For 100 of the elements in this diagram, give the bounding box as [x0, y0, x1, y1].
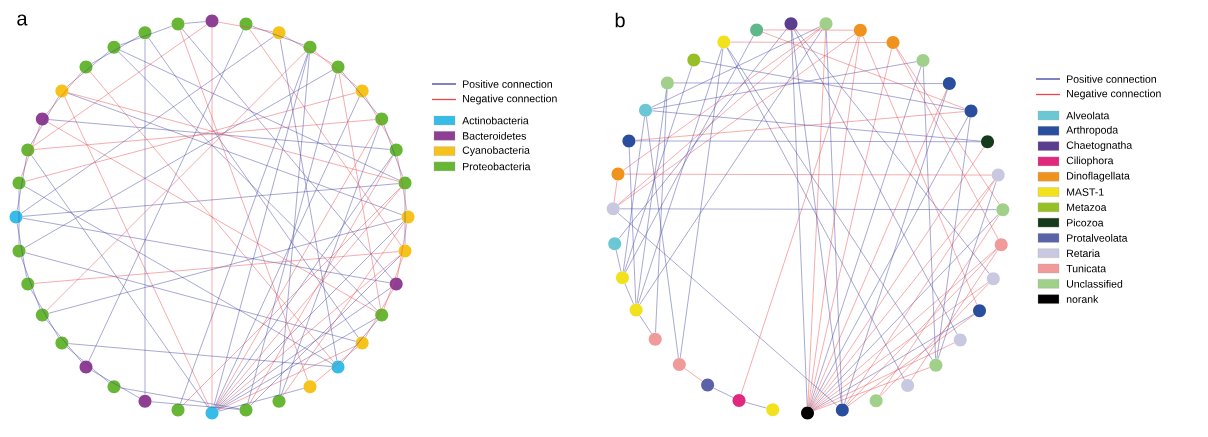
connection-line — [397, 156, 408, 211]
connection-line — [624, 283, 634, 305]
network-node — [331, 60, 345, 74]
connection-line — [25, 92, 356, 182]
network-node — [107, 40, 121, 54]
connection-line — [809, 66, 922, 407]
connection-line — [118, 51, 378, 311]
connection-line — [30, 96, 59, 145]
connection-line — [397, 223, 408, 278]
connection-line — [342, 71, 378, 115]
network-node — [717, 35, 731, 49]
connection-line — [249, 155, 394, 405]
network-node — [942, 77, 956, 91]
legend-label: Picozoa — [1067, 218, 1104, 227]
legend-label: Metazoa — [1067, 203, 1107, 211]
connection-line — [383, 257, 403, 309]
connection-line — [808, 48, 892, 407]
connection-line — [215, 124, 379, 408]
connection-line — [218, 21, 273, 32]
network-node — [272, 394, 286, 408]
connection-line — [812, 248, 997, 409]
connection-line — [625, 35, 754, 273]
connection-line — [847, 314, 975, 407]
network-node — [171, 403, 185, 417]
connection-line — [628, 147, 637, 304]
network-node — [303, 40, 317, 54]
connection-line — [31, 155, 209, 408]
connection-line — [793, 29, 958, 335]
panel-letter: b — [615, 12, 625, 28]
connection-line — [24, 70, 333, 248]
connection-line — [21, 257, 41, 309]
connection-line — [619, 208, 997, 210]
connection-line — [68, 92, 399, 182]
network-node — [205, 406, 219, 420]
connection-line — [218, 388, 304, 412]
network-node — [272, 26, 286, 40]
network-node — [672, 358, 686, 371]
connection-line — [216, 187, 401, 409]
connection-line — [809, 89, 947, 408]
connection-line — [33, 24, 207, 147]
legend-label: MAST-1 — [1067, 188, 1104, 196]
network-node — [375, 112, 389, 126]
connection-line — [862, 36, 978, 305]
network-node — [648, 332, 662, 346]
connection-line — [813, 314, 974, 410]
network-node — [107, 380, 121, 394]
connection-line — [936, 117, 971, 359]
network-node — [389, 143, 403, 157]
network-node — [55, 336, 69, 350]
connection-line — [680, 48, 724, 359]
connection-line — [21, 125, 41, 177]
network-node — [35, 308, 49, 322]
connection-line — [811, 180, 995, 408]
legend-label: Dinoflagellata — [1067, 171, 1130, 182]
connection-line — [896, 47, 1000, 205]
network-node — [929, 358, 943, 372]
legend-label: Negative connection — [463, 94, 557, 105]
network-node — [79, 60, 93, 74]
network-node — [611, 167, 625, 181]
connection-line — [314, 51, 358, 87]
network-node — [55, 84, 69, 98]
connection-line — [639, 29, 823, 305]
connection-line — [217, 287, 391, 410]
connection-line — [727, 47, 933, 360]
network-node — [21, 143, 35, 157]
network-node — [355, 84, 369, 98]
connection-line — [811, 147, 985, 408]
network-node — [138, 26, 152, 40]
connection-line — [923, 66, 936, 359]
connection-line — [144, 39, 146, 395]
connection-line — [342, 319, 378, 363]
network-node — [953, 333, 967, 347]
connection-line — [808, 36, 860, 407]
connection-line — [252, 26, 304, 46]
network-node — [389, 277, 403, 291]
network-node — [375, 308, 389, 322]
connection-line — [21, 36, 274, 214]
legend-label: Bacteroidetes — [463, 131, 526, 140]
network-node — [331, 360, 345, 374]
connection-line — [762, 32, 965, 109]
connection-line — [673, 82, 943, 84]
connection-line — [216, 221, 404, 409]
connection-line — [250, 255, 401, 406]
network-node — [398, 244, 412, 258]
network-node — [21, 277, 35, 291]
connection-line — [383, 125, 403, 177]
connection-line — [365, 289, 394, 338]
connection-line — [46, 71, 82, 115]
legend-label: Unclassified — [1067, 279, 1123, 288]
connection-line — [937, 181, 997, 360]
connection-line — [120, 387, 240, 410]
network-node — [973, 304, 986, 318]
connection-line — [182, 187, 401, 406]
connection-line — [279, 39, 338, 361]
connection-line — [845, 180, 995, 405]
network-node — [615, 271, 629, 285]
connection-line — [18, 189, 20, 245]
connection-line — [651, 61, 917, 110]
connection-line — [624, 173, 992, 176]
network-node — [660, 76, 674, 90]
